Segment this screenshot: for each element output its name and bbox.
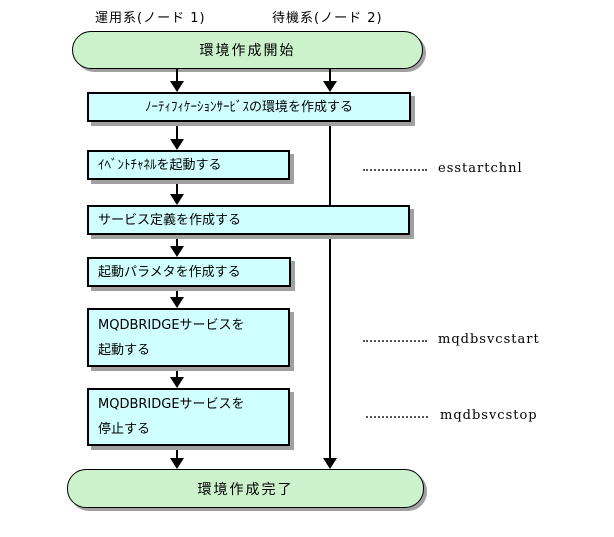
process-label-line2: 停止する [98,422,151,437]
start-terminal: 環境作成開始 [72,31,423,69]
process-box-service-definition: サービス定義を作成する [87,205,410,235]
dotted-leader [366,408,428,418]
process-label: サービス定義を作成する [98,212,242,228]
flow-line [176,288,178,298]
process-box-startup-parameter: 起動パラメタを作成する [87,257,291,287]
end-terminal: 環境作成完了 [67,469,424,508]
arrow-down-icon [170,297,184,308]
process-box-notification-env: ﾉｰﾃｨﾌｨｹｰｼｮﾝｻｰﾋﾞｽの環境を作成する [87,92,411,122]
arrow-down-icon [170,377,184,388]
arrow-down-icon [170,246,184,257]
arrow-down-icon [323,458,337,469]
process-label: ｲﾍﾞﾝﾄﾁｬﾈﾙを起動する [98,157,222,173]
standby-flow-line-top [329,69,331,82]
flow-line [176,447,178,459]
arrow-down-icon [170,81,184,92]
arrow-down-icon [170,458,184,469]
flow-line [176,69,178,82]
process-label: 起動パラメタを作成する [98,264,241,280]
node2-column-label: 待機系(ノード 2) [272,11,383,26]
flow-line [176,236,178,247]
node1-column-label: 運用系(ノード 1) [95,11,206,26]
process-label-line1: MQDBRIDGEサービスを [98,317,245,333]
flow-line [176,123,178,140]
flow-line [176,181,178,195]
end-terminal-label: 環境作成完了 [197,481,294,498]
process-box-event-channel: ｲﾍﾞﾝﾄﾁｬﾈﾙを起動する [87,150,290,180]
standby-flow-line [329,122,331,458]
command-label-esstartchnl: esstartchnl [438,161,523,176]
process-label-line1: MQDBRIDGEサービスを [98,397,245,412]
process-label: ﾉｰﾃｨﾌｨｹｰｼｮﾝｻｰﾋﾞｽの環境を作成する [144,99,353,115]
process-box-mqdbridge-stop: MQDBRIDGEサービスを 停止する [87,388,290,446]
command-label-mqdbsvcstart: mqdbsvcstart [438,332,540,347]
command-label-mqdbsvcstop: mqdbsvcstop [440,408,538,423]
dotted-leader [363,161,427,171]
arrow-down-icon [170,194,184,205]
flow-line [176,368,178,378]
dotted-leader [363,332,427,342]
arrow-down-icon [170,139,184,150]
process-box-mqdbridge-start: MQDBRIDGEサービスを 起動する [87,308,290,367]
process-label-line2: 起動する [98,342,151,358]
arrow-down-icon [323,81,337,92]
start-terminal-label: 環境作成開始 [199,43,296,59]
